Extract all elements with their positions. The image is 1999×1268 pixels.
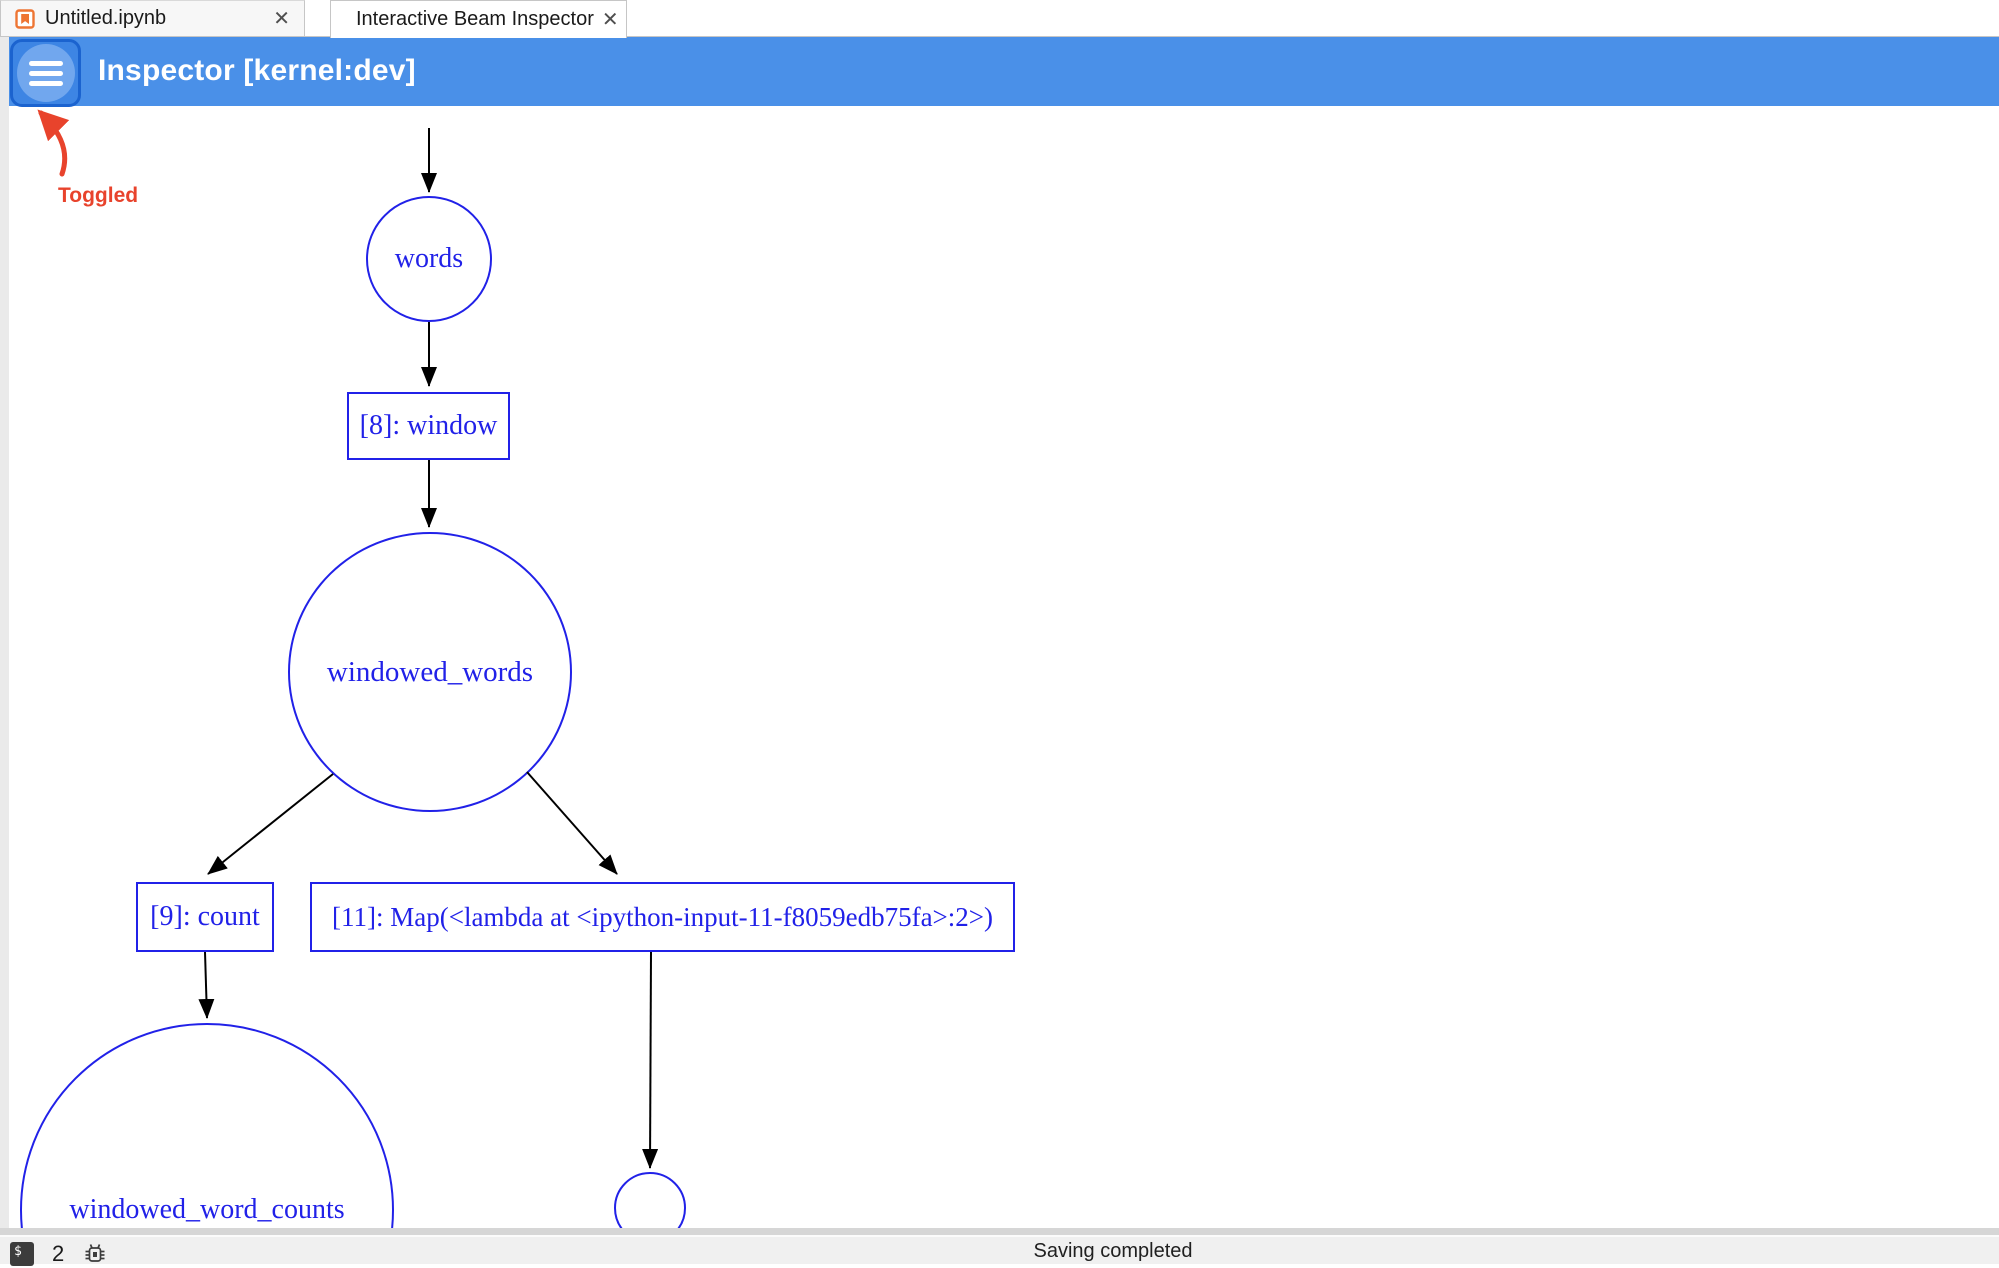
terminal-glyph: $ bbox=[14, 1244, 22, 1259]
graph-node-windowed-word-counts[interactable]: windowed_word_counts bbox=[20, 1023, 394, 1228]
terminal-count: 2 bbox=[52, 1241, 65, 1266]
pipeline-graph-canvas: words [8]: window windowed_words [9]: co… bbox=[9, 106, 1999, 1228]
statusbar-divider bbox=[0, 1235, 1999, 1237]
graph-node-windowed-words[interactable]: windowed_words bbox=[288, 532, 572, 812]
graph-node-window[interactable]: [8]: window bbox=[347, 392, 510, 460]
tab-interactive-beam-inspector[interactable]: Interactive Beam Inspector ✕ bbox=[330, 0, 627, 38]
node-label: [9]: count bbox=[150, 901, 260, 932]
hamburger-menu-icon bbox=[16, 44, 75, 102]
canvas-bottom-strip bbox=[0, 1228, 1999, 1235]
tab-label: Interactive Beam Inspector bbox=[356, 8, 594, 30]
status-bar bbox=[0, 1237, 1999, 1264]
node-label: windowed_word_counts bbox=[69, 1194, 345, 1225]
node-label: words bbox=[394, 243, 464, 274]
graph-node-result[interactable] bbox=[614, 1172, 686, 1228]
bug-icon[interactable] bbox=[82, 1241, 108, 1267]
toggled-annotation-label: Toggled bbox=[58, 184, 139, 207]
hamburger-menu-button[interactable] bbox=[10, 39, 81, 107]
status-message: Saving completed bbox=[1033, 1240, 1193, 1262]
terminal-icon[interactable]: $ bbox=[10, 1242, 34, 1266]
close-icon[interactable]: ✕ bbox=[273, 7, 290, 30]
close-icon[interactable]: ✕ bbox=[601, 8, 619, 31]
left-sidebar-gutter bbox=[0, 37, 9, 1228]
tab-label: Untitled.ipynb bbox=[45, 7, 167, 29]
inspector-header: Inspector [kernel:dev] bbox=[9, 37, 1999, 106]
graph-node-map-lambda[interactable]: [11]: Map(<lambda at <ipython-input-11-f… bbox=[310, 882, 1015, 952]
node-label: windowed_words bbox=[326, 655, 534, 688]
node-label: [11]: Map(<lambda at <ipython-input-11-f… bbox=[332, 901, 993, 932]
graph-node-count[interactable]: [9]: count bbox=[136, 882, 274, 952]
node-label: [8]: window bbox=[359, 410, 498, 441]
page-title: Inspector [kernel:dev] bbox=[98, 54, 416, 87]
status-bar-left: $ 2 bbox=[10, 1241, 108, 1267]
tab-untitled-ipynb[interactable]: Untitled.ipynb ✕ bbox=[0, 0, 305, 37]
notebook-icon bbox=[15, 8, 35, 29]
tab-bar: Untitled.ipynb ✕ Interactive Beam Inspec… bbox=[0, 0, 1999, 38]
graph-node-words[interactable]: words bbox=[366, 196, 492, 322]
